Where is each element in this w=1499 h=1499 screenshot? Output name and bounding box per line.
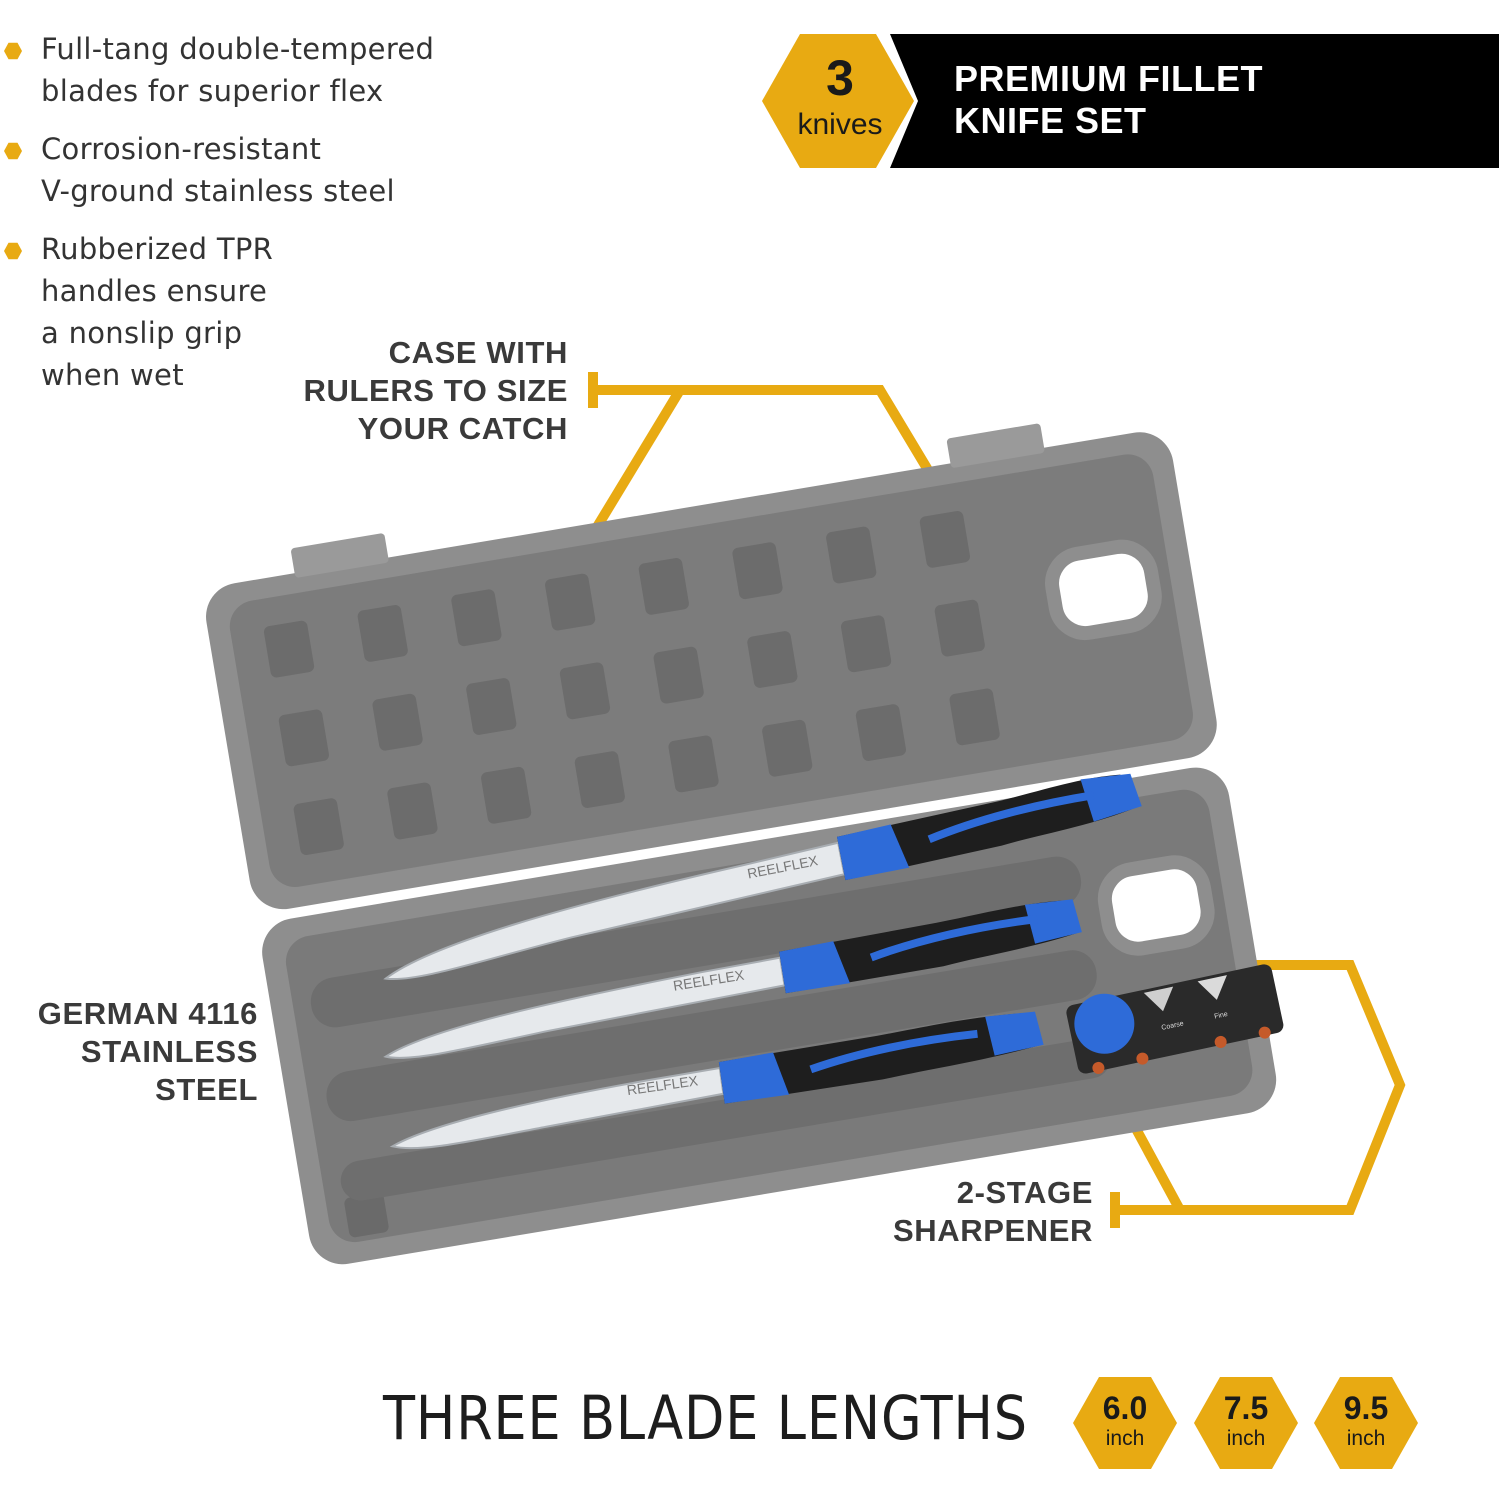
- set-badge: PREMIUM FILLET KNIFE SET 3 knives: [760, 34, 1499, 168]
- knife-count-hexagon: 3 knives: [762, 34, 914, 168]
- blade-size-hexagon: 9.5 inch: [1314, 1377, 1418, 1469]
- blade-large: [383, 841, 846, 981]
- hexagon-bullet-icon: [4, 242, 22, 260]
- hexagon-bullet-icon: [4, 142, 22, 160]
- sharpener-thumb-pad: [1074, 993, 1135, 1054]
- sharpener-label-fine: Fine: [1214, 1011, 1229, 1021]
- set-title: PREMIUM FILLET KNIFE SET: [954, 58, 1263, 141]
- sharpener: Coarse Fine: [1066, 964, 1284, 1074]
- steel-callout: GERMAN 4116 STAINLESS STEEL: [37, 996, 258, 1107]
- case-callout: CASE WITH RULERS TO SIZE YOUR CATCH: [303, 335, 568, 446]
- knife-count-unit: knives: [797, 108, 883, 141]
- blade-size-hexagon: 6.0 inch: [1073, 1377, 1177, 1469]
- knife-count: 3: [826, 50, 854, 106]
- sharpener-label-coarse: Coarse: [1161, 1020, 1185, 1032]
- title-bar: [890, 34, 1499, 168]
- feature-text: Full-tang double-tempered blades for sup…: [41, 32, 435, 108]
- blade-medium: [383, 956, 786, 1059]
- knife-case: [206, 423, 1277, 1265]
- blade-size-value: 6.0: [1102, 1390, 1148, 1426]
- blade-size-unit: inch: [1346, 1427, 1386, 1450]
- knife-medium: REELFLEX: [383, 899, 1082, 1059]
- blade-size-unit: inch: [1226, 1427, 1266, 1450]
- hexagon-bullet-icon: [4, 42, 22, 60]
- knife-large: REELFLEX: [383, 773, 1142, 981]
- blade-small: [389, 1066, 725, 1150]
- feature-text: Rubberized TPR handles ensure a nonslip …: [41, 232, 274, 392]
- case-connector-line: [593, 385, 945, 493]
- blade-lengths-title: THREE BLADE LENGTHS: [383, 1383, 1028, 1454]
- ruler-pockets: [263, 510, 1000, 856]
- blade-size-unit: inch: [1105, 1427, 1145, 1450]
- blade-size-value: 9.5: [1343, 1390, 1389, 1426]
- blade-size-hexagon: 7.5 inch: [1194, 1377, 1298, 1469]
- feature-text: Corrosion-resistant V-ground stainless s…: [41, 132, 395, 208]
- blade-size-value: 7.5: [1223, 1390, 1269, 1426]
- sharpener-callout: 2-STAGE SHARPENER: [892, 1175, 1093, 1248]
- knife-small: REELFLEX: [389, 1011, 1044, 1150]
